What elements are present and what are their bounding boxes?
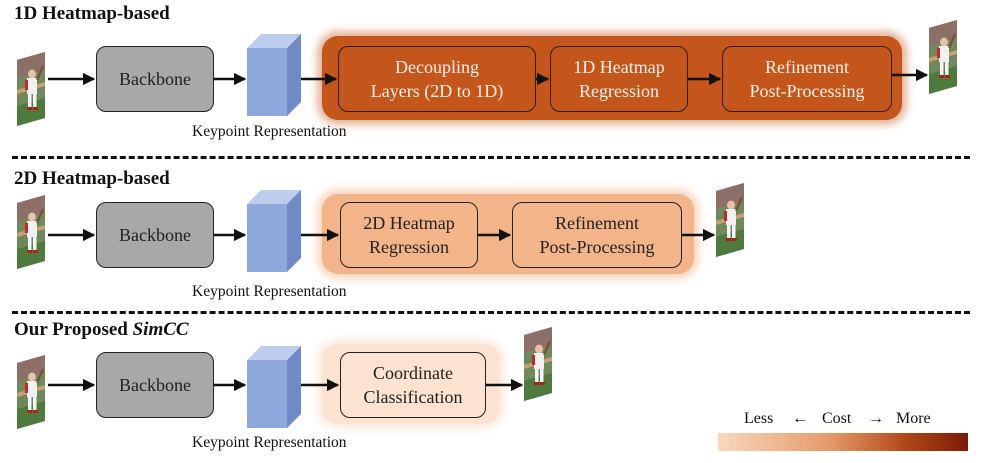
backbone-box-1d: Backbone bbox=[96, 46, 214, 112]
divider-bottom bbox=[12, 311, 970, 314]
legend-right-arrow: → bbox=[868, 410, 884, 427]
2d-heatmap-regression-box: 2D Heatmap Regression bbox=[340, 202, 478, 268]
section-title-2d: 2D Heatmap-based bbox=[14, 168, 170, 189]
arrows-1d bbox=[48, 68, 929, 86]
backbone-box-simcc: Backbone bbox=[96, 352, 214, 418]
input-image-1d bbox=[16, 51, 46, 127]
output-image-1d bbox=[928, 19, 958, 95]
representation-cube-1d bbox=[247, 34, 301, 116]
legend-less-label: Less bbox=[744, 410, 774, 427]
refinement-box-1d: Refinement Post-Processing bbox=[722, 46, 892, 112]
refinement-box-2d: Refinement Post-Processing bbox=[512, 202, 682, 268]
keypoint-representation-label-simcc: Keypoint Representation bbox=[192, 434, 347, 451]
input-image-2d bbox=[16, 194, 46, 270]
input-image-simcc bbox=[16, 354, 46, 430]
divider-top bbox=[12, 156, 970, 159]
coordinate-classification-box: Coordinate Classification bbox=[340, 352, 486, 418]
representation-cube-simcc bbox=[247, 346, 301, 428]
1d-heatmap-regression-box: 1D Heatmap Regression bbox=[550, 46, 688, 112]
representation-cube-2d bbox=[247, 190, 301, 272]
backbone-box-2d: Backbone bbox=[96, 202, 214, 268]
section-title-simcc: Our Proposed SimCC bbox=[14, 319, 189, 341]
legend-more-label: More bbox=[896, 410, 931, 427]
keypoint-representation-label-1d: Keypoint Representation bbox=[192, 123, 347, 140]
section-title-1d: 1D Heatmap-based bbox=[14, 3, 170, 24]
title-emphasis: SimCC bbox=[132, 319, 189, 340]
title-prefix: Our Proposed bbox=[14, 319, 133, 340]
keypoint-representation-label-2d: Keypoint Representation bbox=[192, 283, 347, 300]
cost-gradient-bar bbox=[718, 433, 968, 451]
legend-left-arrow: ← bbox=[792, 410, 808, 427]
legend-cost-label: Cost bbox=[822, 410, 852, 427]
output-image-simcc bbox=[523, 326, 553, 402]
decoupling-layers-box: Decoupling Layers (2D to 1D) bbox=[338, 46, 536, 112]
output-image-2d bbox=[715, 182, 745, 258]
